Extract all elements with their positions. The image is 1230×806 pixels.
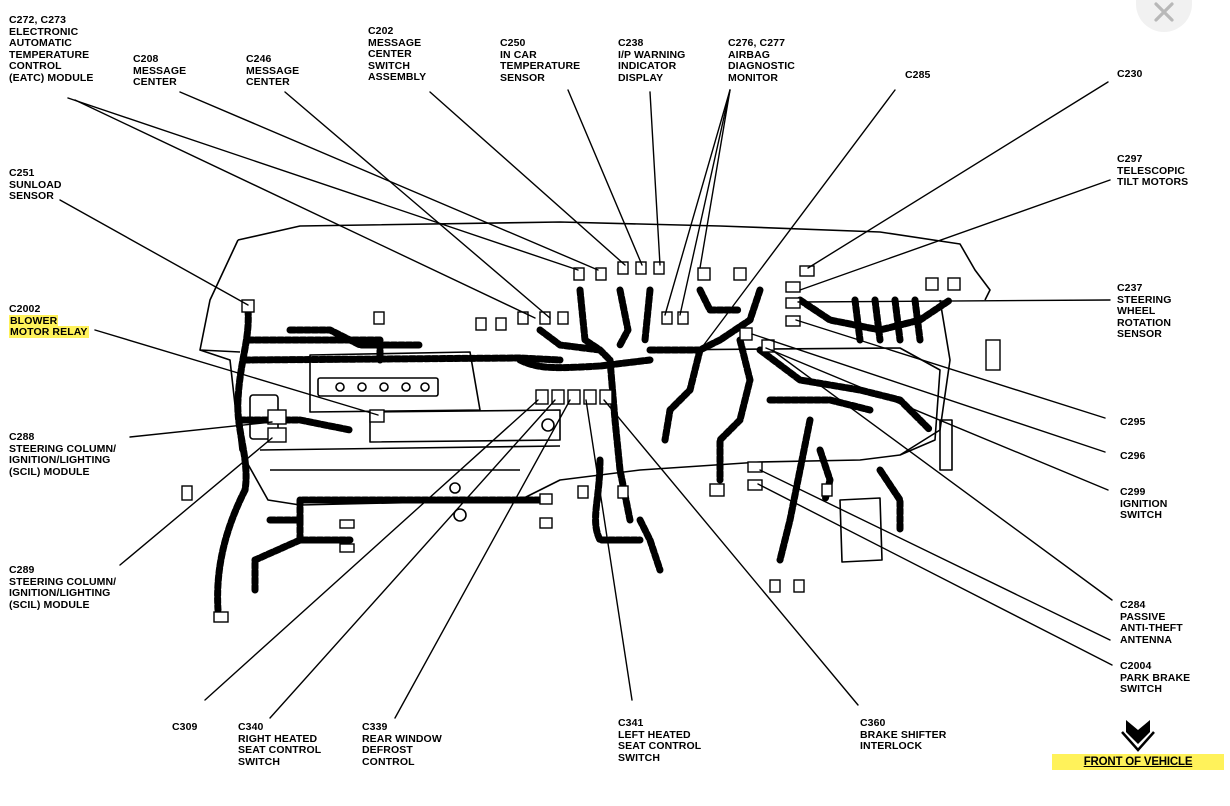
label-c296: C296 [1120,450,1146,462]
leader-lines [59,81,1113,719]
label-c230: C230 [1117,68,1143,80]
connectors [181,261,1001,623]
label-c285: C285 [905,69,931,81]
close-icon [1154,2,1174,22]
label-c309: C309 [172,721,198,733]
label-c295: C295 [1120,416,1146,428]
highlight-blower: BLOWER [9,314,59,327]
wire-harness [214,286,954,614]
highlight-motor-relay: MOTOR RELAY [9,326,89,338]
front-arrow-icon [1121,720,1155,752]
front-of-vehicle-indicator: FRONT OF VEHICLE [1052,718,1224,772]
front-of-vehicle-label: FRONT OF VEHICLE [1052,754,1224,770]
instrument-panel-outline [199,221,991,563]
